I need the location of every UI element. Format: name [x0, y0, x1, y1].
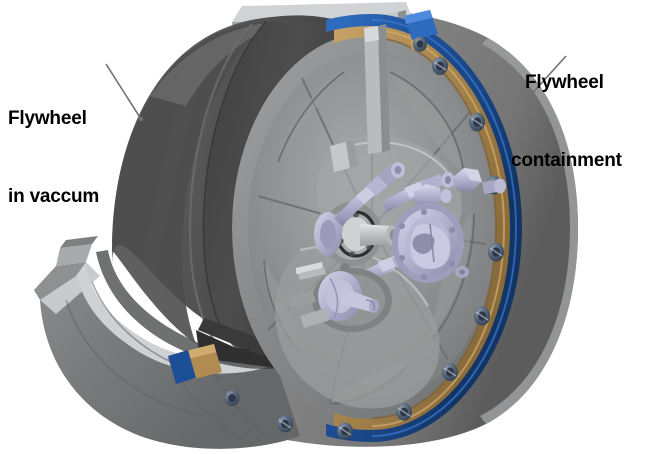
- containment-band-highlight: [371, 19, 518, 437]
- leader-left-dot: [138, 116, 144, 122]
- housing-rib-4: [213, 371, 275, 441]
- lower-port-shaft-edge: [365, 299, 376, 311]
- bracket-d-side: [346, 140, 358, 168]
- flange-ring-inner-edge: [371, 37, 498, 419]
- bolt: [396, 403, 412, 421]
- spar-face: [364, 26, 382, 154]
- hub-shaft-bearing: [314, 202, 398, 273]
- vacuum-port-flange: [392, 203, 469, 283]
- shaft-body: [360, 224, 392, 246]
- rotor-face-left: [112, 22, 268, 344]
- bracket-a-top: [296, 262, 322, 274]
- fitting-c-hexnut: [452, 168, 506, 194]
- band-cut-top-hl: [404, 10, 432, 24]
- bracket-b: [288, 290, 316, 308]
- port-flange-rib: [429, 223, 435, 263]
- flange-cut-bottom-hl: [182, 344, 216, 360]
- label-right-line2: containment: [511, 150, 622, 171]
- bolt: [432, 57, 448, 75]
- port-flange-bolts: [399, 209, 455, 280]
- bolt: [224, 390, 240, 406]
- label-right-line1: Flywheel: [525, 72, 604, 93]
- leader-line-right: [528, 55, 567, 98]
- bolt: [474, 306, 490, 326]
- bolt: [469, 112, 485, 132]
- housing-flange-top: [56, 244, 92, 266]
- leader-line-left: [105, 63, 142, 120]
- shaft-collar-bore: [320, 220, 336, 248]
- housing-flange-stub: [34, 262, 86, 300]
- bolt: [488, 242, 504, 262]
- lower-port-shaft: [340, 288, 376, 312]
- containment-band: [168, 10, 522, 442]
- label-left-line2: in vaccum: [8, 186, 100, 207]
- housing-rib-2: [65, 299, 207, 417]
- lower-port: [312, 268, 392, 332]
- bracket-d: [330, 142, 350, 172]
- fitting-e-hexnut: [414, 184, 452, 208]
- flywheel-containment-label: Flywheel containment: [511, 18, 622, 226]
- bolt: [413, 36, 427, 52]
- bolt: [337, 422, 353, 440]
- leader-right-dot: [526, 94, 532, 100]
- port-flange-lug-hole: [459, 269, 465, 275]
- lower-port-split: [329, 277, 339, 319]
- cut-spar: [364, 24, 390, 154]
- band-cut-bottom: [168, 350, 196, 384]
- spar-top: [364, 26, 379, 42]
- bolt: [277, 415, 293, 433]
- spar-side: [378, 24, 390, 152]
- flange-ring-highlight: [371, 29, 506, 427]
- label-left-line1: Flywheel: [8, 108, 87, 129]
- bracket-c: [300, 308, 330, 328]
- port-flange-bore: [412, 233, 435, 254]
- rotor-top-highlight: [150, 21, 296, 106]
- cut-brackets: [288, 140, 358, 328]
- flywheel-in-vacuum-label: Flywheel in vaccum: [8, 54, 99, 262]
- fitting-a: [334, 162, 405, 226]
- housing-flange-edge: [60, 236, 98, 248]
- bolt: [442, 363, 458, 381]
